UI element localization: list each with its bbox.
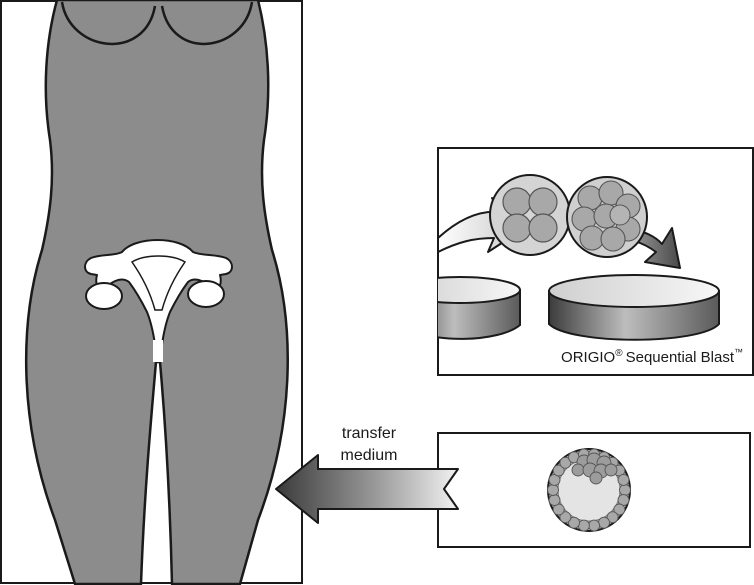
ovary-right bbox=[188, 281, 224, 307]
dish-left-rim bbox=[400, 277, 520, 303]
transfer-label-line2: medium bbox=[341, 447, 398, 464]
culture-panel: ORIGIO®Sequential Blast™ bbox=[400, 148, 753, 375]
product-caption: ORIGIO®Sequential Blast™ bbox=[561, 347, 743, 366]
blastocyst-panel bbox=[438, 433, 750, 547]
trademark-mark: ™ bbox=[734, 347, 743, 357]
dish-right-rim bbox=[549, 275, 719, 307]
trophectoderm-cell bbox=[618, 474, 629, 485]
blastocyst-icon bbox=[548, 449, 631, 531]
trophectoderm-cell bbox=[578, 520, 589, 531]
ovary-left bbox=[86, 283, 122, 309]
body-panel bbox=[1, 0, 302, 584]
transfer-label-line1: transfer bbox=[342, 425, 397, 442]
brand-name: ORIGIO bbox=[561, 349, 615, 366]
embryo-four-cell bbox=[490, 175, 570, 255]
registered-mark: ® bbox=[615, 348, 623, 359]
transfer-arrow: transfer medium bbox=[276, 425, 458, 523]
embryo-morula bbox=[567, 177, 647, 257]
trophectoderm-cell bbox=[548, 485, 559, 496]
transfer-arrow-shape bbox=[276, 455, 458, 523]
trophectoderm-cell bbox=[549, 495, 560, 506]
trophectoderm-cell bbox=[589, 520, 600, 531]
trophectoderm-cell bbox=[620, 485, 631, 496]
trophectoderm-cell bbox=[599, 517, 610, 528]
cervix bbox=[153, 340, 163, 362]
product-name: Sequential Blast bbox=[626, 349, 735, 366]
